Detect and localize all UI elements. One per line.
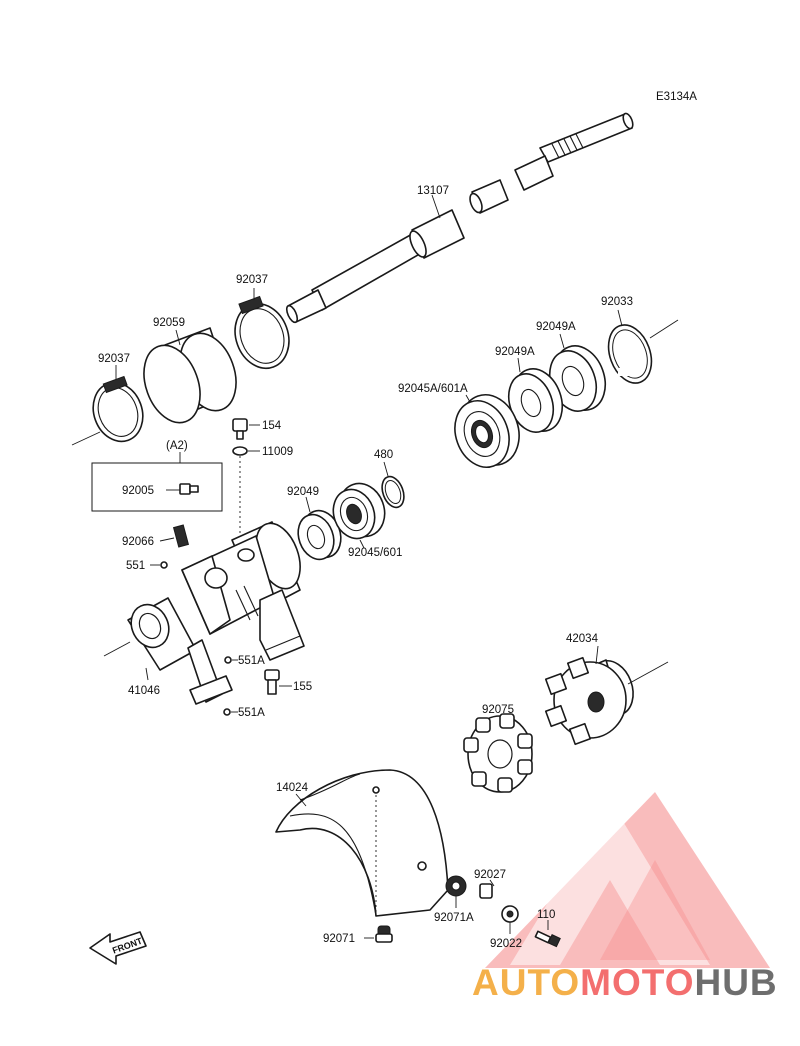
part-label-551: 551: [126, 560, 145, 572]
part-label-92071: 92071: [323, 933, 355, 945]
watermark-hub: HUB: [694, 962, 777, 1003]
seal-92049: [297, 509, 342, 561]
part-label-14024: 14024: [276, 782, 309, 794]
grommet-92071: [375, 925, 393, 943]
circlip-480: [381, 475, 405, 509]
coupling-42034: [544, 656, 634, 746]
hose-clamp-92037-left: [92, 375, 144, 443]
grommet-92071A: [445, 875, 467, 897]
part-label-41046: 41046: [128, 685, 160, 697]
part-label-92059: 92059: [153, 317, 185, 329]
part-label-92049A-mid: 92049A: [495, 346, 535, 358]
hose-clamp-92037-top: [234, 295, 290, 370]
part-label-92071A: 92071A: [434, 912, 474, 924]
washer-92022: [501, 905, 519, 923]
part-label-92005: 92005: [122, 485, 154, 497]
A2-detail-box: [91, 462, 223, 512]
bolt-154: [232, 418, 248, 440]
part-label-92066: 92066: [122, 536, 154, 548]
part-label-92037-left: 92037: [98, 353, 130, 365]
bolt-110: [534, 930, 561, 948]
part-label-92033: 92033: [601, 296, 633, 308]
part-label-42034: 42034: [566, 633, 599, 645]
damper-92075: [463, 713, 533, 793]
part-label-551A-upper: 551A: [238, 655, 265, 667]
washer-11009: [232, 446, 248, 456]
part-label-154: 154: [262, 420, 282, 432]
circlip-92033: [607, 324, 653, 384]
pump-housing-41046: [127, 521, 305, 705]
part-label-92022: 92022: [490, 938, 522, 950]
watermark-triangle: [485, 792, 770, 968]
part-label-551A-lower: 551A: [238, 707, 265, 719]
drawing-code: E3134A: [656, 91, 697, 103]
part-label-155: 155: [293, 681, 312, 693]
part-label-92075: 92075: [482, 704, 514, 716]
hose-92059: [143, 327, 237, 424]
part-label-92027: 92027: [474, 869, 506, 881]
bolt-155: [264, 669, 280, 695]
part-label-A2: (A2): [166, 440, 188, 452]
collar-92027: [479, 883, 493, 899]
part-label-92049A-top: 92049A: [536, 321, 576, 333]
watermark-text: AUTOMOTOHUB: [472, 962, 778, 1003]
part-label-92045A-601A: 92045A/601A: [398, 383, 468, 395]
part-label-13107: 13107: [417, 185, 449, 197]
part-label-480: 480: [374, 449, 393, 461]
part-label-92049: 92049: [287, 486, 319, 498]
bearing-92045-601: [332, 482, 386, 540]
bearing-92045A-601A: [454, 394, 520, 468]
part-label-92037-top: 92037: [236, 274, 268, 286]
guard-14024: [275, 769, 449, 917]
drive-shaft-13107: [285, 112, 634, 324]
part-label-110: 110: [537, 909, 555, 921]
watermark-auto: AUTO: [472, 962, 580, 1003]
watermark-moto: MOTO: [580, 962, 694, 1003]
part-label-11009: 11009: [262, 446, 293, 458]
washer-92049A-mid: [507, 368, 564, 433]
grease-nipple-92005: [179, 483, 199, 495]
watermark-logo: [485, 792, 770, 968]
spring-92066: [172, 524, 190, 548]
part-label-92045-601: 92045/601: [348, 547, 402, 559]
front-direction-arrow: FRONT: [89, 931, 147, 965]
